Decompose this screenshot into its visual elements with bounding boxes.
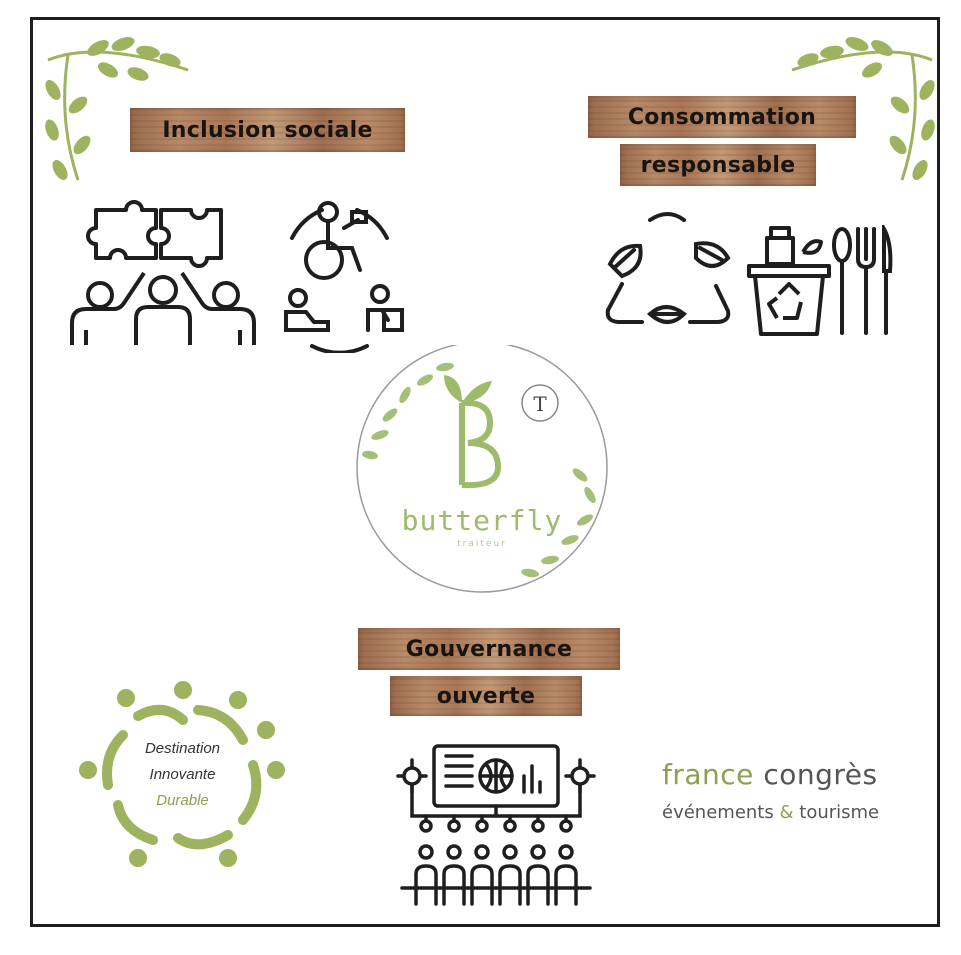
- wheelchair-inclusion-icon: [284, 201, 404, 353]
- vine-icon: [45, 37, 189, 181]
- consommation-text: Consommation: [627, 104, 817, 130]
- france-word: france: [662, 758, 754, 791]
- ouverte-label: ouverte: [390, 676, 582, 716]
- recycle-leaves-icon: [605, 212, 731, 324]
- congres-word: congrès: [763, 758, 878, 791]
- france-congres-title: france congrès: [662, 758, 878, 791]
- network-governance-icon: [396, 744, 596, 906]
- tourisme-word: tourisme: [799, 802, 880, 823]
- recycle-bin-food-icon: [747, 226, 831, 336]
- badge-letter: T: [533, 392, 547, 416]
- destination-line1: Destination: [144, 740, 221, 757]
- destination-line3: Durable: [156, 792, 209, 809]
- logo-name: butterfly: [402, 504, 563, 537]
- logo-subtitle: traiteur: [457, 539, 507, 549]
- evenements-word: événements: [662, 802, 774, 823]
- destination-line2: Innovante: [149, 766, 216, 783]
- gouvernance-label: Gouvernance: [358, 628, 620, 670]
- butterfly-logo: T butterfly traiteur: [356, 345, 608, 593]
- responsable-label: responsable: [620, 144, 816, 186]
- france-congres-subtitle: événements & tourisme: [662, 802, 879, 823]
- ouverte-text: ouverte: [436, 683, 536, 709]
- cutlery-icon: [832, 225, 893, 335]
- vine-icon: [791, 37, 935, 181]
- inclusion-sociale-label: Inclusion sociale: [130, 108, 405, 152]
- inclusion-sociale-text: Inclusion sociale: [162, 117, 373, 143]
- consommation-label: Consommation: [588, 96, 856, 138]
- responsable-text: responsable: [640, 152, 796, 178]
- destination-logo-ring: [79, 681, 285, 867]
- puzzle-team-icon: [70, 200, 256, 345]
- gouvernance-text: Gouvernance: [405, 636, 573, 662]
- ampersand: &: [779, 802, 794, 823]
